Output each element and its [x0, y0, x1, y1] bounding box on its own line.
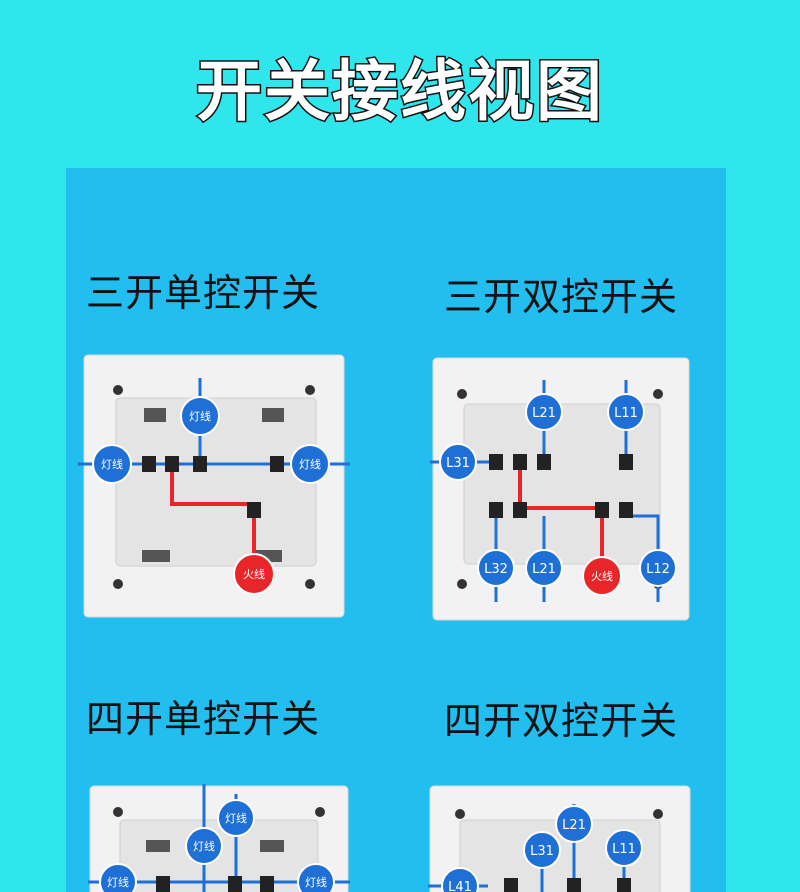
L41-label: L41 — [448, 880, 472, 892]
live-wire-label: 火线 — [591, 569, 613, 583]
L21-badge — [525, 393, 563, 431]
terminal — [142, 550, 170, 562]
terminal — [619, 502, 633, 518]
lamp-wire-label: 灯线 — [299, 457, 321, 471]
L11-badge — [605, 829, 643, 867]
switch-diagram-4gang-single: 灯线 灯线 灯线 灯线 — [88, 784, 350, 892]
lamp-wire-label: 灯线 — [189, 409, 211, 423]
screw-hole — [455, 809, 465, 819]
page-title: 开关接线视图 — [195, 52, 604, 132]
L31-label: L31 — [530, 844, 554, 859]
screw-hole — [113, 807, 123, 817]
screw-hole — [653, 809, 663, 819]
L32-label: L32 — [484, 562, 508, 577]
section-title-4gang-double: 四开双控开关 — [444, 699, 679, 743]
screw-hole — [653, 389, 663, 399]
lamp-wire-label: 灯线 — [193, 839, 215, 853]
L11-label: L11 — [614, 406, 638, 421]
switch-diagram-3gang-single: 灯线 灯线 灯线 火线 — [78, 354, 350, 618]
L21-label: L21 — [532, 406, 556, 421]
terminal — [489, 454, 503, 470]
live-wire-label: 火线 — [243, 567, 265, 581]
L12-badge — [639, 549, 677, 587]
screw-hole — [305, 385, 315, 395]
lamp-wire-badge — [185, 827, 223, 865]
terminal — [567, 878, 581, 892]
screw-hole — [457, 579, 467, 589]
live-wire-badge — [582, 556, 622, 596]
terminal — [260, 840, 284, 852]
lamp-wire-badge — [99, 863, 137, 892]
terminal — [142, 456, 156, 472]
terminal — [489, 502, 503, 518]
terminal — [617, 878, 631, 892]
lamp-wire-badge — [297, 863, 335, 892]
L31-badge — [523, 831, 561, 869]
live-wire-badge — [233, 553, 275, 595]
screw-hole — [457, 389, 467, 399]
L21-badge — [525, 549, 563, 587]
terminal — [619, 454, 633, 470]
lamp-wire-badge — [92, 444, 132, 484]
terminal — [165, 456, 179, 472]
terminal — [595, 502, 609, 518]
L21-label: L21 — [532, 562, 556, 577]
lamp-wire-label: 灯线 — [107, 875, 129, 889]
terminal — [537, 454, 551, 470]
terminal — [513, 502, 527, 518]
screw-hole — [113, 385, 123, 395]
lamp-wire-label: 灯线 — [225, 811, 247, 825]
terminal — [193, 456, 207, 472]
L11-badge — [607, 393, 645, 431]
lamp-wire-label: 灯线 — [305, 875, 327, 889]
lamp-wire-label: 灯线 — [101, 457, 123, 471]
terminal — [144, 408, 166, 422]
switch-diagram-3gang-double: L21 L11 L31 L32 L21 L12 火线 — [430, 357, 690, 621]
terminal — [247, 502, 261, 518]
switch-diagram-4gang-double: L21 L31 L11 L41 — [428, 785, 691, 892]
screw-hole — [315, 807, 325, 817]
terminal — [270, 456, 284, 472]
terminal — [146, 840, 170, 852]
terminal — [228, 876, 242, 892]
lamp-wire-badge — [290, 444, 330, 484]
L41-badge — [441, 867, 479, 892]
live-wire — [170, 464, 256, 572]
terminal — [156, 876, 170, 892]
L21-label: L21 — [562, 818, 586, 833]
lamp-wire-badge — [180, 396, 220, 436]
terminal — [513, 454, 527, 470]
screw-hole — [113, 579, 123, 589]
L31-label: L31 — [446, 456, 470, 471]
L11-label: L11 — [612, 842, 636, 857]
section-title-4gang-single: 四开单控开关 — [86, 697, 321, 741]
terminal — [262, 408, 284, 422]
L12-label: L12 — [646, 562, 670, 577]
L21-badge — [555, 805, 593, 843]
lamp-wire-badge — [217, 799, 255, 837]
terminal — [504, 878, 518, 892]
section-title-3gang-single: 三开单控开关 — [86, 271, 321, 315]
terminal — [260, 876, 274, 892]
section-title-3gang-double: 三开双控开关 — [444, 275, 679, 319]
screw-hole — [305, 579, 315, 589]
L32-badge — [477, 549, 515, 587]
L31-badge — [439, 443, 477, 481]
live-wire — [518, 462, 604, 582]
